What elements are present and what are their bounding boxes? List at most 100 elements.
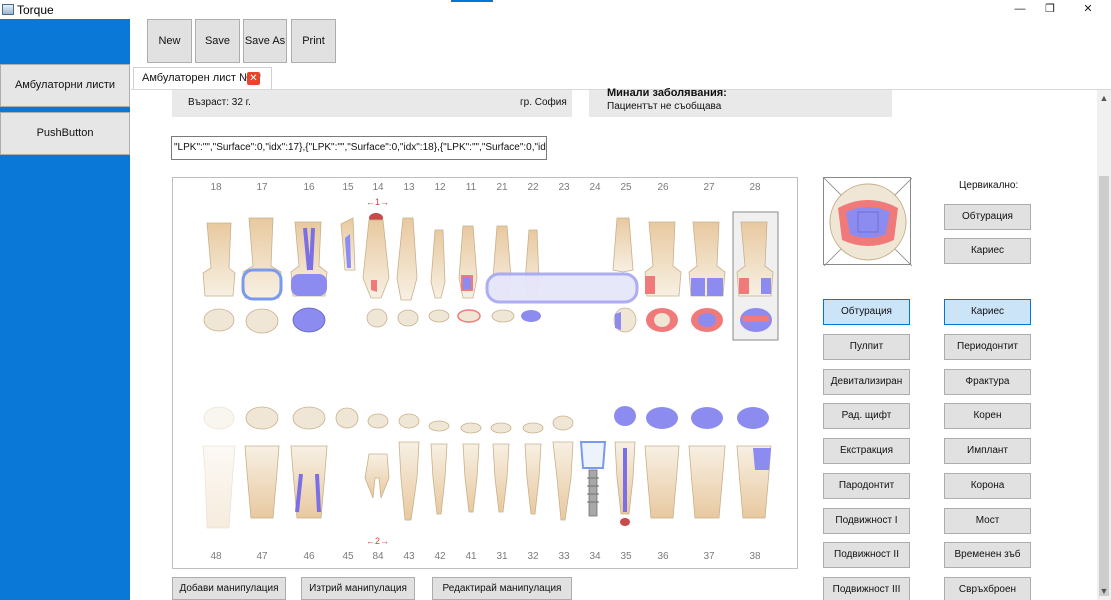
cervical-label: Цервикално:	[959, 180, 1019, 191]
upper-tooth-25[interactable]	[612, 217, 637, 333]
lower-tooth-43[interactable]	[398, 413, 420, 521]
upper-tooth-27[interactable]	[688, 221, 726, 332]
crown-button[interactable]: Корона	[944, 473, 1031, 499]
tab-label: Амбулаторен лист №3*	[142, 72, 262, 84]
tooth-number-23: 23	[558, 182, 570, 193]
pulpitis-button[interactable]: Пулпит	[823, 334, 910, 360]
lower-tooth-41[interactable]	[460, 422, 482, 513]
tooth-number-38: 38	[749, 551, 761, 562]
tooth-number-24: 24	[589, 182, 601, 193]
mobility-3-button[interactable]: Подвижност III	[823, 577, 910, 600]
mobility-1-button[interactable]: Подвижност I	[823, 508, 910, 534]
close-window-button[interactable]: ✕	[1083, 3, 1093, 15]
tooth-number-27: 27	[703, 182, 715, 193]
title-accent-bar	[451, 0, 493, 2]
temporary-tooth-button[interactable]: Временен зъб	[944, 542, 1031, 568]
periodontitis-apical-button[interactable]: Периодонтит	[944, 334, 1031, 360]
scrollbar-thumb[interactable]	[1099, 176, 1109, 596]
periodontitis-button[interactable]: Пародонтит	[823, 473, 910, 499]
lower-tooth-48[interactable]	[202, 406, 236, 529]
upper-bridge-marker: ←1→	[366, 197, 390, 207]
lower-tooth-42[interactable]	[428, 420, 450, 515]
patient-city: гр. София	[520, 97, 567, 108]
sidebar-item-ambulatory-lists[interactable]: Амбулаторни листи	[0, 64, 130, 107]
tooth-number-28: 28	[749, 182, 761, 193]
dental-chart: 18 17 16 15 14 13 12 11 21 22 23 24 25 2…	[172, 177, 798, 569]
lower-tooth-34-implant[interactable]	[579, 441, 607, 517]
tooth-number-18: 18	[210, 182, 222, 193]
delete-manipulation-button[interactable]: Изтрий манипулация	[301, 577, 415, 600]
tooth-number-12: 12	[434, 182, 446, 193]
upper-tooth-18[interactable]	[202, 222, 236, 332]
extraction-button[interactable]: Екстракция	[823, 438, 910, 464]
minimize-button[interactable]: —	[1014, 3, 1026, 15]
maximize-button[interactable]: ❐	[1045, 3, 1055, 15]
lower-tooth-35[interactable]	[614, 406, 636, 526]
lower-tooth-36[interactable]	[644, 407, 680, 519]
new-button[interactable]: New	[147, 19, 192, 63]
tooth-surface-diagram[interactable]	[823, 177, 913, 267]
tooth-number-25: 25	[620, 182, 632, 193]
dental-chart-svg	[202, 211, 779, 529]
devitalized-button[interactable]: Девитализиран	[823, 369, 910, 395]
lower-tooth-37[interactable]	[688, 407, 726, 519]
upper-tooth-16[interactable]	[290, 221, 328, 333]
lower-tooth-46[interactable]	[290, 406, 328, 519]
upper-tooth-13[interactable]	[396, 217, 419, 327]
save-button[interactable]: Save	[195, 19, 240, 63]
upper-bridge[interactable]	[485, 272, 639, 304]
upper-tooth-26[interactable]	[644, 221, 682, 332]
bridge-button[interactable]: Мост	[944, 508, 1031, 534]
implant-button[interactable]: Имплант	[944, 438, 1031, 464]
lower-tooth-33[interactable]	[552, 415, 574, 521]
tooth-data-input[interactable]: "LPK":"","Surface":0,"idx":17},{"LPK":""…	[171, 136, 547, 160]
title-bar: Torque — ❐ ✕	[0, 0, 1111, 19]
tooth-number-41: 41	[465, 551, 477, 562]
cervical-caries-button[interactable]: Кариес	[944, 238, 1031, 264]
tooth-number-35: 35	[620, 551, 632, 562]
upper-tooth-17[interactable]	[241, 217, 283, 334]
patient-info-panel: Възраст: 32 г. гр. София	[172, 90, 572, 117]
tooth-number-46: 46	[303, 551, 315, 562]
upper-tooth-11[interactable]	[457, 225, 481, 323]
upper-tooth-28[interactable]	[732, 211, 779, 341]
sidebar-item-pushbutton[interactable]: PushButton	[0, 112, 130, 155]
edit-manipulation-button[interactable]: Редактирай манипулация	[432, 577, 572, 600]
past-diseases-panel: Минали заболявания: Пациентът не съобщав…	[589, 87, 892, 117]
upper-tooth-12[interactable]	[428, 229, 450, 323]
tooth-number-42: 42	[434, 551, 446, 562]
print-button[interactable]: Print	[291, 19, 336, 63]
lower-tooth-84[interactable]	[364, 413, 390, 499]
lower-tooth-47[interactable]	[244, 406, 280, 519]
scroll-down-icon[interactable]: ▼	[1099, 586, 1109, 596]
fracture-button[interactable]: Фрактура	[944, 369, 1031, 395]
upper-tooth-14[interactable]	[362, 213, 390, 328]
cervical-obturation-button[interactable]: Обтурация	[944, 204, 1031, 230]
lower-bridge-marker: ←2→	[366, 536, 390, 546]
tooth-number-16: 16	[303, 182, 315, 193]
tab-divider	[131, 89, 1111, 90]
tab-ambulatory-sheet-3[interactable]: Амбулаторен лист №3* ✕	[133, 67, 272, 89]
save-as-button[interactable]: Save As	[243, 19, 287, 63]
lower-tooth-45[interactable]	[335, 407, 359, 429]
upper-tooth-15[interactable]	[340, 217, 356, 271]
tooth-number-36: 36	[657, 551, 669, 562]
lower-tooth-38[interactable]	[736, 407, 772, 519]
tab-close-icon[interactable]: ✕	[247, 72, 260, 85]
scroll-up-icon[interactable]: ▲	[1099, 93, 1109, 103]
caries-button[interactable]: Кариес	[944, 299, 1031, 325]
tooth-number-22: 22	[527, 182, 539, 193]
tooth-number-32: 32	[527, 551, 539, 562]
add-manipulation-button[interactable]: Добави манипулация	[172, 577, 286, 600]
mobility-2-button[interactable]: Подвижност II	[823, 542, 910, 568]
tooth-number-34: 34	[589, 551, 601, 562]
surface-diagram-svg	[823, 177, 913, 267]
obturation-button[interactable]: Обтурация	[823, 299, 910, 325]
tooth-number-37: 37	[703, 551, 715, 562]
root-button[interactable]: Корен	[944, 403, 1031, 429]
radicular-post-button[interactable]: Рад. щифт	[823, 403, 910, 429]
lower-tooth-31[interactable]	[490, 422, 512, 513]
supernumerary-button[interactable]: Свръхброен	[944, 577, 1031, 600]
lower-tooth-32[interactable]	[522, 422, 544, 515]
